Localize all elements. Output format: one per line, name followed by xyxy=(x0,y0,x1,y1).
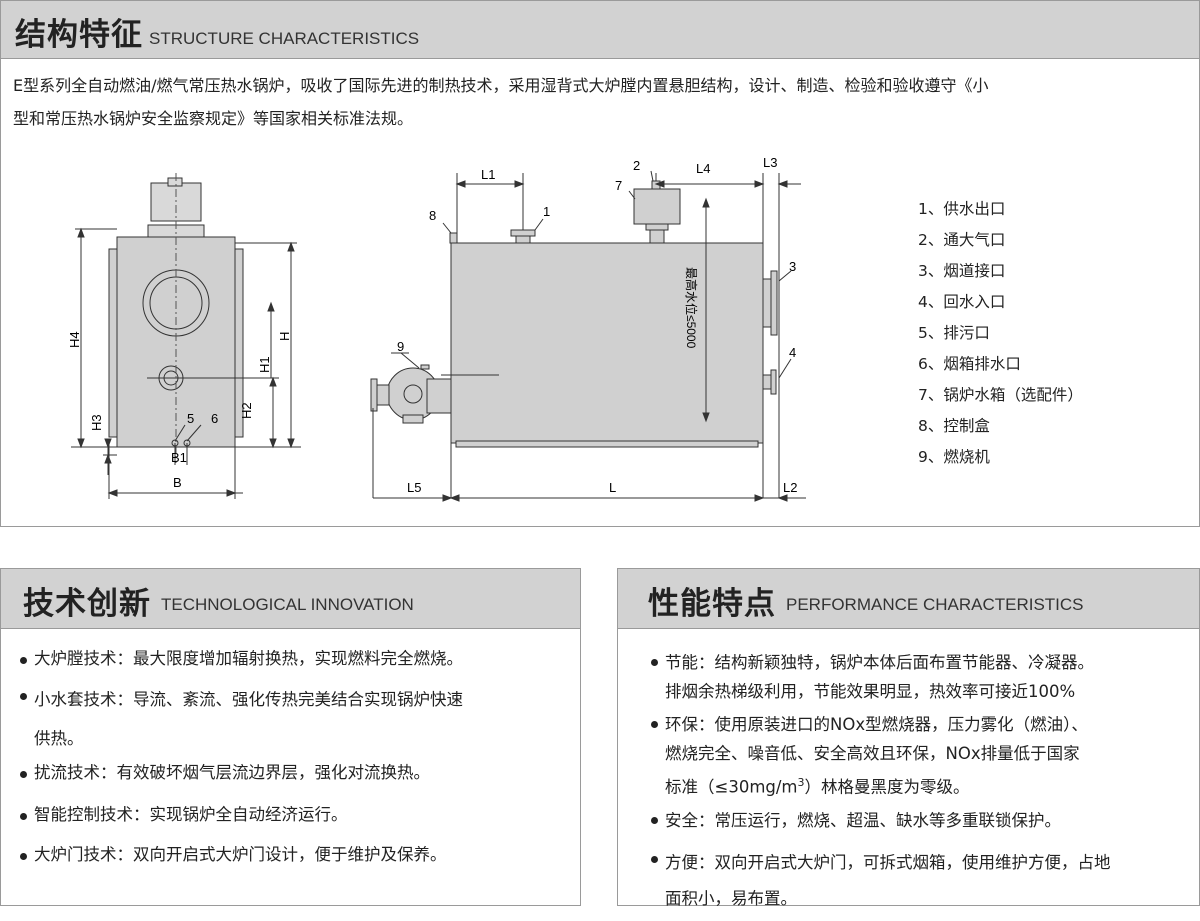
dim-l: L xyxy=(609,480,616,495)
list-item-text: 大炉门技术：双向开启式大炉门设计，便于维护及保养。 xyxy=(34,845,447,864)
list-item-text: 供热。 xyxy=(34,729,84,748)
innovation-list: 大炉膛技术：最大限度增加辐射换热，实现燃料完全燃烧。 小水套技术：导流、紊流、强… xyxy=(20,644,560,880)
legend-item: 3、烟道接口 xyxy=(918,262,1006,280)
dim-h1: H1 xyxy=(257,356,272,373)
dim-h4: H4 xyxy=(67,331,82,348)
list-item-text: 燃烧完全、噪音低、安全高效且环保，NOx排量低于国家 xyxy=(665,744,1080,763)
performance-header: 性能特点 PERFORMANCE CHARACTERISTICS xyxy=(618,569,1199,629)
front-view-diagram: H4 H3 H2 H1 H B B1 5 6 xyxy=(67,173,301,499)
side-view-diagram: L1 L4 L3 L5 L L2 1 2 3 4 7 8 9 最高水位≤5000 xyxy=(370,155,806,502)
list-item-text: 安全：常压运行，燃烧、超温、缺水等多重联锁保护。 xyxy=(665,810,1061,830)
list-item: 节能：结构新颖独特，锅炉本体后面布置节能器、冷凝器。 排烟余热梯级利用，节能效果… xyxy=(651,648,1171,706)
structure-intro: E型系列全自动燃油/燃气常压热水锅炉，吸收了国际先进的制热技术，采用湿背式大炉膛… xyxy=(13,69,1183,135)
list-item-text: 节能：结构新颖独特，锅炉本体后面布置节能器、冷凝器。 xyxy=(665,653,1094,672)
callout-4: 4 xyxy=(789,345,796,360)
dim-h3: H3 xyxy=(89,414,104,431)
list-item: 安全：常压运行，燃烧、超温、缺水等多重联锁保护。 xyxy=(651,806,1171,835)
structure-panel: 结构特征 STRUCTURE CHARACTERISTICS E型系列全自动燃油… xyxy=(0,0,1200,527)
callout-7: 7 xyxy=(615,178,622,193)
innovation-panel: 技术创新 TECHNOLOGICAL INNOVATION xyxy=(0,568,581,906)
list-item-text: 排烟余热梯级利用，节能效果明显，热效率可接近100% xyxy=(665,682,1076,701)
superscript: 3 xyxy=(797,776,805,789)
structure-header: 结构特征 STRUCTURE CHARACTERISTICS xyxy=(1,1,1199,59)
dim-l4: L4 xyxy=(696,161,710,176)
callout-2: 2 xyxy=(633,158,640,173)
dim-l2: L2 xyxy=(783,480,797,495)
performance-list: 节能：结构新颖独特，锅炉本体后面布置节能器、冷凝器。 排烟余热梯级利用，节能效果… xyxy=(651,648,1171,921)
text-fragment: 标准（≤30mg/m xyxy=(665,777,798,797)
dim-h2: H2 xyxy=(239,402,254,419)
water-level-label: 最高水位≤5000 xyxy=(684,267,699,349)
list-item-text: 扰流技术：有效破坏烟气层流边界层，强化对流换热。 xyxy=(34,763,430,782)
legend-item: 4、回水入口 xyxy=(918,293,1006,311)
list-item: 扰流技术：有效破坏烟气层流边界层，强化对流换热。 xyxy=(20,758,560,800)
legend-item: 1、供水出口 xyxy=(918,200,1006,218)
legend-item: 8、控制盒 xyxy=(918,417,990,435)
list-item-text: 标准（≤30mg/m3）林格曼黑度为零级。 xyxy=(665,768,1171,802)
dim-l5: L5 xyxy=(407,480,421,495)
list-item: 方便：双向开启式大炉门，可拆式烟箱，使用维护方便，占地 面积小，易布置。 xyxy=(651,845,1171,917)
performance-title-en: PERFORMANCE CHARACTERISTICS xyxy=(786,595,1084,614)
dim-b: B xyxy=(173,475,182,490)
performance-panel: 性能特点 PERFORMANCE CHARACTERISTICS xyxy=(617,568,1200,906)
structure-title-cn: 结构特征 xyxy=(15,17,143,53)
list-item-text: 面积小，易布置。 xyxy=(665,888,797,908)
legend-item: 5、排污口 xyxy=(918,324,990,342)
callout-6: 6 xyxy=(211,411,218,426)
performance-title-cn: 性能特点 xyxy=(648,586,776,622)
dim-l1: L1 xyxy=(481,167,495,182)
intro-line-1: E型系列全自动燃油/燃气常压热水锅炉，吸收了国际先进的制热技术，采用湿背式大炉膛… xyxy=(13,76,989,95)
innovation-title-en: TECHNOLOGICAL INNOVATION xyxy=(161,595,414,614)
list-item-text: 小水套技术：导流、紊流、强化传热完美结合实现锅炉快速 xyxy=(34,690,463,709)
legend-item: 6、烟箱排水口 xyxy=(918,355,1021,373)
callout-1: 1 xyxy=(543,204,550,219)
callout-9: 9 xyxy=(397,339,404,354)
legend-item: 7、锅炉水箱（选配件） xyxy=(918,386,1083,404)
list-item: 小水套技术：导流、紊流、强化传热完美结合实现锅炉快速 供热。 xyxy=(20,680,560,758)
list-item-text: 环保：使用原装进口的NOx型燃烧器，压力雾化（燃油）、 xyxy=(665,715,1088,734)
callout-8: 8 xyxy=(429,208,436,223)
innovation-title-cn: 技术创新 xyxy=(23,586,151,622)
component-legend: 1、供水出口 2、通大气口 3、烟道接口 4、回水入口 5、排污口 6、烟箱排水… xyxy=(918,194,1083,473)
callout-3: 3 xyxy=(789,259,796,274)
list-item-text: 方便：双向开启式大炉门，可拆式烟箱，使用维护方便，占地 xyxy=(665,852,1111,872)
list-item-text: 智能控制技术：实现锅炉全自动经济运行。 xyxy=(34,805,348,824)
list-item: 大炉膛技术：最大限度增加辐射换热，实现燃料完全燃烧。 xyxy=(20,644,560,682)
list-item: 智能控制技术：实现锅炉全自动经济运行。 xyxy=(20,800,560,840)
dim-l3: L3 xyxy=(763,155,777,170)
legend-item: 9、燃烧机 xyxy=(918,448,990,466)
legend-item: 2、通大气口 xyxy=(918,231,1006,249)
structure-title-en: STRUCTURE CHARACTERISTICS xyxy=(149,29,420,48)
list-item-text: 大炉膛技术：最大限度增加辐射换热，实现燃料完全燃烧。 xyxy=(34,649,463,668)
innovation-header: 技术创新 TECHNOLOGICAL INNOVATION xyxy=(1,569,580,629)
callout-5: 5 xyxy=(187,411,194,426)
dim-b1: B1 xyxy=(171,450,187,465)
dim-h: H xyxy=(277,332,292,341)
text-fragment: ）林格曼黑度为零级。 xyxy=(804,777,970,797)
list-item: 环保：使用原装进口的NOx型燃烧器，压力雾化（燃油）、 燃烧完全、噪音低、安全高… xyxy=(651,710,1171,802)
intro-line-2: 型和常压热水锅炉安全监察规定》等国家相关标准法规。 xyxy=(13,109,414,128)
list-item: 大炉门技术：双向开启式大炉门设计，便于维护及保养。 xyxy=(20,840,560,880)
